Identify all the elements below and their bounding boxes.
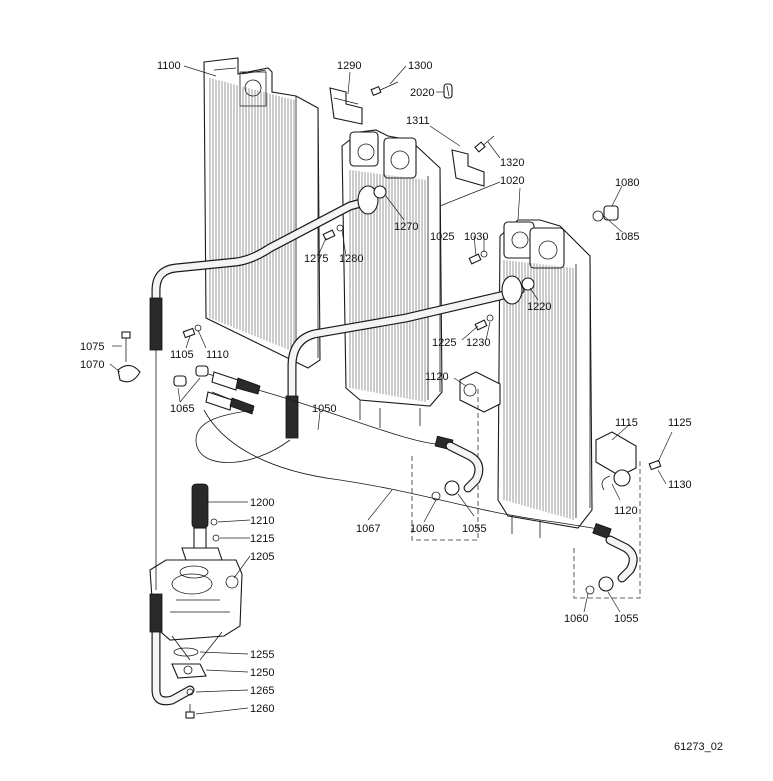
callout-1130: 1130 xyxy=(668,479,692,491)
bracket-1290 xyxy=(329,87,363,125)
callout-1067: 1067 xyxy=(356,523,380,535)
callout-1210: 1210 xyxy=(250,515,274,527)
callout-1115: 1115 xyxy=(615,417,638,429)
callout-1080: 1080 xyxy=(615,177,639,189)
callout-1020: 1020 xyxy=(500,175,524,187)
callout-1050: 1050 xyxy=(312,403,336,415)
callout-1265: 1265 xyxy=(250,685,274,697)
callout-1220: 1220 xyxy=(527,301,551,313)
seal-1085 xyxy=(592,210,604,222)
small-fasteners xyxy=(182,224,494,339)
callout-1120-lower: 1120 xyxy=(614,505,638,517)
callout-1060-upper: 1060 xyxy=(410,523,434,535)
callout-1030: 1030 xyxy=(464,231,488,243)
callout-1255: 1255 xyxy=(250,649,274,661)
callout-1055-upper: 1055 xyxy=(462,523,486,535)
hose-1067 xyxy=(203,409,612,539)
callout-1070: 1070 xyxy=(80,359,104,371)
callout-1085: 1085 xyxy=(615,231,639,243)
plug-1080 xyxy=(592,205,619,222)
bolt-1300 xyxy=(370,81,399,96)
elbow-lower xyxy=(585,535,638,595)
connector-1115 xyxy=(573,431,662,599)
callout-1075: 1075 xyxy=(80,341,104,353)
right-cooler xyxy=(497,219,593,538)
callout-1100: 1100 xyxy=(157,60,181,72)
callout-1300: 1300 xyxy=(408,60,432,72)
o-ring-1270 xyxy=(373,185,387,199)
callout-1320: 1320 xyxy=(500,157,524,169)
callout-1290: 1290 xyxy=(337,60,361,72)
leader-lines xyxy=(109,65,673,715)
callout-labels: 1100 1290 1300 2020 1311 1320 1020 1080 … xyxy=(80,60,723,753)
lower-pipe-1200 xyxy=(181,483,223,561)
filter-head-1205 xyxy=(149,559,243,661)
callout-1110: 1110 xyxy=(206,349,229,361)
callout-1025: 1025 xyxy=(430,231,454,243)
callout-1311: 1311 xyxy=(406,115,430,127)
callout-1275: 1275 xyxy=(304,253,328,265)
right-cooler-fins xyxy=(503,260,574,520)
left-return-pipe xyxy=(149,350,195,706)
callout-1250: 1250 xyxy=(250,667,274,679)
callout-1205: 1205 xyxy=(250,551,274,563)
second-pipe xyxy=(285,275,535,439)
callout-1230: 1230 xyxy=(466,337,490,349)
upper-pipe xyxy=(149,185,387,351)
callout-1105: 1105 xyxy=(170,349,194,361)
seal-1060-lower xyxy=(585,585,595,595)
callout-1120-upper: 1120 xyxy=(425,371,449,383)
elbow-upper xyxy=(431,441,484,501)
callout-1215: 1215 xyxy=(250,533,274,545)
clip-2020 xyxy=(443,83,453,99)
hose-sleeve-mid xyxy=(285,395,299,439)
callout-1055-lower: 1055 xyxy=(614,613,638,625)
figure-id: 61273_02 xyxy=(674,741,723,753)
middle-cooler xyxy=(341,129,443,428)
callout-1060-lower: 1060 xyxy=(564,613,588,625)
left-radiator xyxy=(203,57,321,369)
middle-cooler-fins xyxy=(349,170,426,402)
clamp-1070 xyxy=(117,331,141,383)
left-radiator-fins xyxy=(209,78,295,352)
flange-1250 xyxy=(171,647,207,719)
callout-1065: 1065 xyxy=(170,403,194,415)
callout-1125: 1125 xyxy=(668,417,692,429)
callout-1280: 1280 xyxy=(339,253,363,265)
callout-1270: 1270 xyxy=(394,221,418,233)
hose-sleeve-upper-left xyxy=(149,297,163,351)
adapters-1065 xyxy=(173,365,261,415)
bracket-1311 xyxy=(451,149,485,187)
bolt-1320 xyxy=(474,135,495,153)
callout-1225: 1225 xyxy=(432,337,456,349)
o-ring-1255 xyxy=(173,647,199,657)
callout-2020: 2020 xyxy=(410,87,434,99)
o-ring-1220 xyxy=(521,277,535,291)
callout-1260: 1260 xyxy=(250,703,274,715)
callout-1200: 1200 xyxy=(250,497,274,509)
